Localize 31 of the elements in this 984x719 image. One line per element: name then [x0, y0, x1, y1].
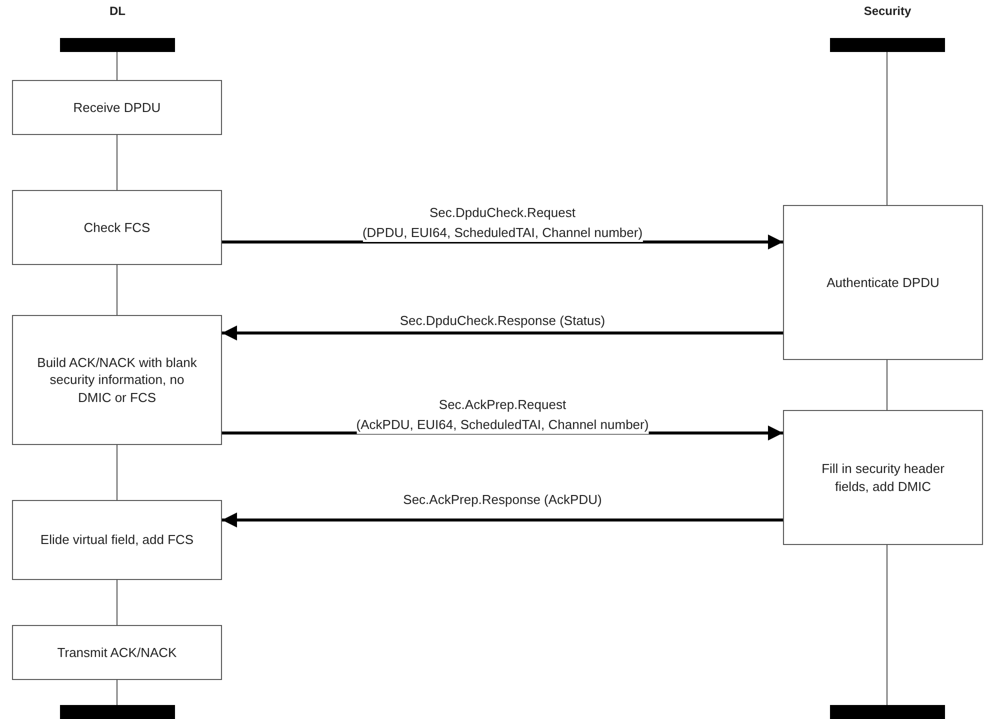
lifeline	[886, 544, 888, 706]
process-box	[783, 205, 983, 360]
lifeline	[116, 264, 118, 316]
process-box	[12, 190, 222, 265]
lifeline	[116, 444, 118, 500]
process-text: Transmit ACK/NACK	[57, 644, 177, 662]
process-text: Receive DPDU	[73, 98, 161, 116]
lifeline-title: DL	[108, 4, 126, 18]
lifeline	[116, 134, 118, 190]
process-box	[12, 80, 222, 135]
lifeline	[116, 52, 118, 80]
lifeline-end-bar	[60, 705, 175, 719]
process-text: Fill in security header fields, add DMIC	[820, 460, 946, 496]
lifeline	[116, 580, 118, 626]
message-arrow	[222, 426, 783, 440]
process-text: Build ACK/NACK with blank security information, no DMIC or FCS	[36, 354, 198, 406]
process-box	[12, 500, 222, 580]
process-box	[12, 625, 222, 680]
lifeline-title: Security	[862, 4, 912, 18]
process-text: Authenticate DPDU	[826, 274, 940, 292]
message-arrow	[222, 234, 783, 250]
lifeline-end-bar	[830, 705, 945, 719]
message-arrow	[222, 512, 783, 528]
process-text: Check FCS	[84, 218, 150, 236]
process-text: Elide virtual field, add FCS	[40, 531, 194, 549]
message-arrow	[222, 326, 783, 340]
lifeline	[116, 680, 118, 706]
process-box	[12, 315, 222, 445]
process-box	[783, 410, 983, 545]
lifeline	[886, 52, 888, 206]
lifeline	[886, 360, 888, 410]
